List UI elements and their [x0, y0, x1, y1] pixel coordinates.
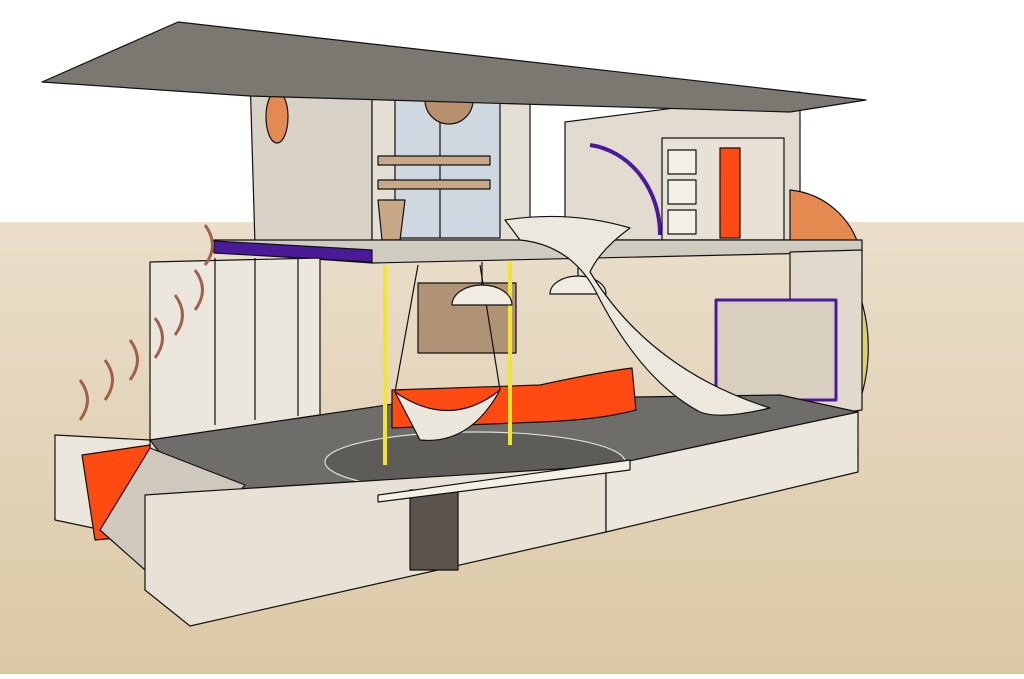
right-base-block: [605, 411, 859, 533]
hammock-rope: [394, 264, 419, 393]
purple-arc: [589, 143, 663, 236]
spiral-slide: [504, 215, 771, 416]
cabinet-orange-panel: [719, 147, 741, 239]
cabinet-shelf-2: [667, 179, 697, 205]
purple-fascia: [213, 240, 373, 263]
pendant-lamp: [451, 284, 513, 306]
oval-window: [265, 90, 289, 144]
planter: [377, 199, 406, 241]
basement-opening: [409, 489, 459, 571]
dining-room-frame: [714, 298, 838, 402]
cabinet-shelf-1: [667, 149, 697, 175]
upper-shelf-2: [377, 179, 491, 190]
cabinet-shelf-3: [667, 209, 697, 235]
basement-floor-slab: [377, 459, 631, 503]
stair-wall: [149, 257, 321, 441]
upper-shelf-1: [377, 155, 491, 166]
roof-slab: [41, 21, 867, 113]
staircase-railing: [78, 224, 214, 421]
